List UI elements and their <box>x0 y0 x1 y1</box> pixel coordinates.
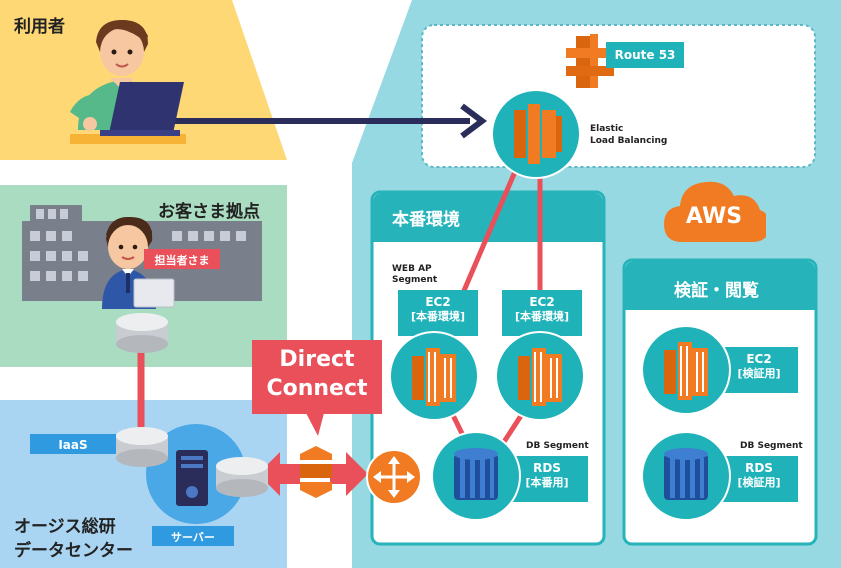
direct-connect-icon <box>300 446 332 498</box>
ec2-b-label-line2: [本番環境] <box>514 310 570 323</box>
ec2-verify-icon <box>641 325 731 415</box>
customer-person-tag: 担当者さま <box>154 254 210 267</box>
iaas-label: IaaS <box>58 438 88 452</box>
server-label: サーバー <box>171 531 215 544</box>
ec2-a-icon <box>389 331 479 421</box>
elb-label-line2: Load Balancing <box>590 136 668 146</box>
datacenter-title-line2: データセンター <box>14 541 133 561</box>
iaas-storage-icon <box>116 427 168 467</box>
user-elb-arrowhead <box>460 103 487 139</box>
ec2-a-label-line2: [本番環境] <box>410 310 466 323</box>
rds-prod-label-line1: RDS <box>533 461 561 475</box>
verify-db-segment: DB Segment <box>740 441 803 451</box>
aws-cloud-badge <box>664 181 766 242</box>
customer-storage-icon <box>116 313 168 353</box>
aws-badge-label: AWS <box>685 204 743 229</box>
ec2-b-label-line1: EC2 <box>529 295 555 309</box>
direct-connect-line2: Connect <box>266 376 368 401</box>
web-segment-line2: Segment <box>392 275 438 285</box>
customer-zone-title: お客さま拠点 <box>158 202 260 222</box>
route53-label: Route 53 <box>614 48 676 62</box>
ec2-b-tag: EC2 [本番環境] <box>502 290 582 336</box>
ec2-verify-tag: EC2 [検証用] <box>720 347 798 393</box>
rds-prod-icon <box>431 431 521 521</box>
elb-icon <box>491 89 581 179</box>
dc-arrow-left <box>258 452 300 496</box>
ec2-b-icon <box>495 331 585 421</box>
direct-connect-line1: Direct <box>279 347 355 372</box>
user-laptop-illustration <box>70 20 186 144</box>
server-tag: サーバー <box>152 526 234 546</box>
datacenter-title-line1: オージス総研 <box>14 517 116 537</box>
rds-verify-label-line1: RDS <box>745 461 773 475</box>
dc-arrow-right <box>330 452 368 496</box>
ec2-a-label-line1: EC2 <box>425 295 451 309</box>
iaas-tag: IaaS <box>30 434 116 454</box>
rds-prod-label-line2: [本番用] <box>525 476 569 489</box>
rds-verify-icon <box>641 431 731 521</box>
user-zone-title: 利用者 <box>14 17 65 37</box>
router-icon <box>366 449 422 505</box>
ec2-a-tag: EC2 [本番環境] <box>398 290 478 336</box>
route53-icon <box>566 34 614 88</box>
customer-office-illustration <box>22 205 262 309</box>
rds-prod-tag: RDS [本番用] <box>506 456 588 502</box>
direct-connect-callout <box>252 340 382 414</box>
server-tower-icon <box>176 450 208 506</box>
production-header <box>373 193 603 242</box>
rds-verify-tag: RDS [検証用] <box>720 456 798 502</box>
production-title: 本番環境 <box>392 210 460 230</box>
web-segment-line1: WEB AP <box>392 264 432 274</box>
ec2-verify-label-line1: EC2 <box>746 352 772 366</box>
datacenter-storage-icon <box>216 457 268 497</box>
prod-db-segment: DB Segment <box>526 441 589 451</box>
elb-label-line1: Elastic <box>590 124 624 134</box>
route53-tag: Route 53 <box>606 42 684 68</box>
ec2-verify-label-line2: [検証用] <box>737 367 781 380</box>
verification-title: 検証・閲覧 <box>674 281 759 301</box>
verification-header <box>625 261 815 310</box>
rds-verify-label-line2: [検証用] <box>737 476 781 489</box>
